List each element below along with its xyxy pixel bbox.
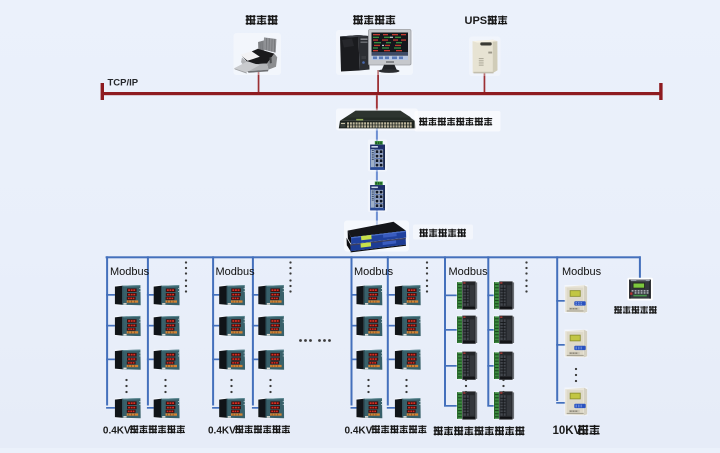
svg-text:Modbus: Modbus <box>354 266 394 278</box>
svg-text:Modbus: Modbus <box>562 266 602 278</box>
svg-text:0.4KV: 0.4KV <box>345 426 373 437</box>
svg-text:0.4KV: 0.4KV <box>208 426 236 437</box>
svg-text:Modbus: Modbus <box>110 266 150 278</box>
svg-text:Modbus: Modbus <box>449 266 489 278</box>
svg-text:UPS: UPS <box>465 15 488 27</box>
svg-text:10KV: 10KV <box>553 425 582 437</box>
svg-text:0.4KV: 0.4KV <box>103 426 131 437</box>
svg-text:Modbus: Modbus <box>216 266 256 278</box>
svg-text:TCP/IP: TCP/IP <box>108 78 139 89</box>
